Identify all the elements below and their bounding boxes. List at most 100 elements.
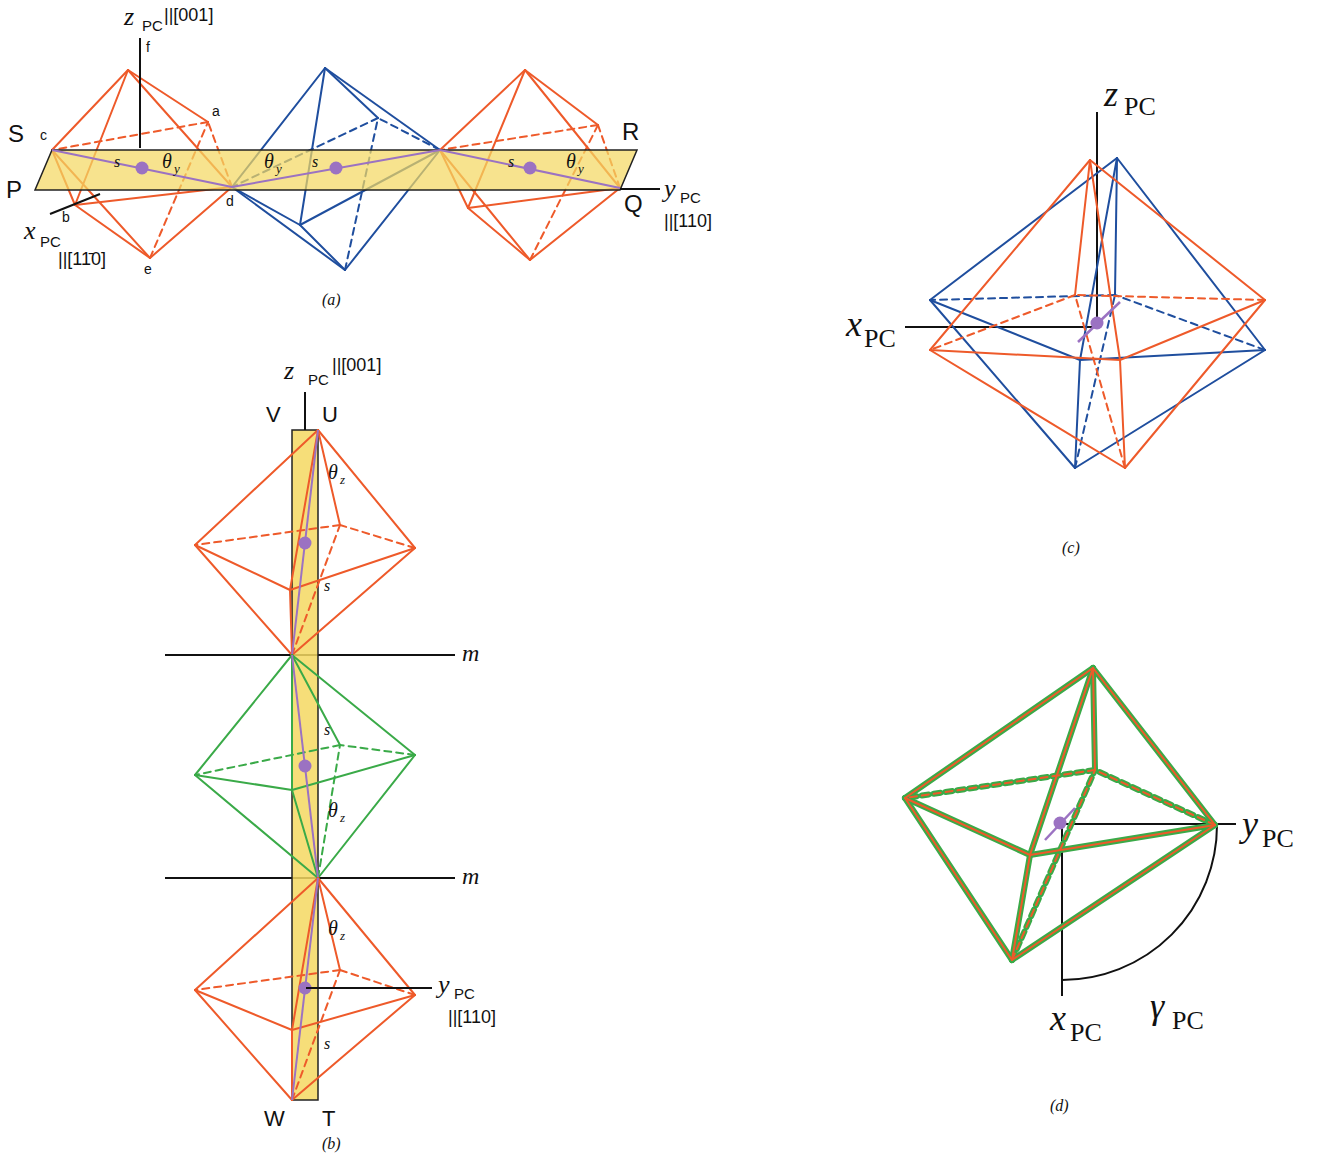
displacement-line — [292, 655, 318, 878]
direction-label: ||[11̄0] — [58, 250, 106, 268]
octahedron-edge — [1093, 668, 1215, 825]
vertex-label: d — [226, 194, 234, 208]
octahedron-edge — [232, 187, 300, 225]
mirror-label: m — [462, 641, 479, 665]
octahedron-edge — [292, 790, 318, 878]
corner-label: U — [322, 404, 338, 426]
cation-dot — [299, 760, 312, 773]
angle-subscript: z — [340, 929, 345, 942]
panel-label: (d) — [1050, 1098, 1069, 1114]
octahedron-edge — [318, 430, 340, 525]
vertex-label: b — [62, 210, 70, 224]
axis-line — [306, 987, 432, 989]
angle-label: θ — [328, 800, 338, 820]
panel-label: (c) — [1062, 540, 1080, 556]
cation-dot — [330, 162, 343, 175]
octahedron-edge — [290, 548, 415, 590]
corner-label: S — [8, 122, 24, 146]
octahedron-edge — [1120, 300, 1265, 360]
octahedron-edge — [1095, 770, 1215, 825]
octahedron-edge — [318, 430, 415, 548]
octahedron-edge — [1090, 160, 1265, 300]
distance-label: s — [114, 154, 120, 170]
axis-line — [620, 188, 660, 190]
distance-label: s — [312, 154, 318, 170]
octahedron — [195, 655, 415, 878]
octahedron-edge — [1030, 668, 1093, 855]
octahedron-edge — [1075, 295, 1265, 300]
octahedron-edge — [1093, 668, 1095, 770]
octahedron-edge — [905, 770, 1095, 798]
octahedron-edge — [1030, 668, 1093, 855]
axis-subscript: PC — [1262, 826, 1294, 852]
octahedron-edge — [292, 755, 415, 790]
octahedron-edge — [905, 798, 1012, 960]
octahedron-edge — [195, 878, 318, 990]
distance-label: s — [324, 578, 330, 594]
corner-label: Q — [624, 192, 643, 216]
octahedron-edge — [1093, 668, 1095, 770]
cation-dot — [1091, 317, 1104, 330]
panel-label: (a) — [322, 292, 341, 308]
octahedron-edge — [290, 590, 292, 655]
displacement-line — [1078, 302, 1120, 342]
octahedron-edge — [292, 655, 340, 745]
octahedron-edge — [930, 295, 1115, 300]
axis-label: x — [1050, 1000, 1066, 1036]
octahedron-edge — [468, 208, 530, 260]
octahedron-edge — [905, 668, 1093, 798]
axis-label: y — [438, 972, 450, 998]
direction-label: ||[001] — [164, 6, 213, 24]
axis-subscript: PC — [142, 18, 163, 33]
displacement-line — [1045, 808, 1075, 840]
axis-label: x — [846, 306, 862, 342]
corner-label: V — [266, 404, 281, 426]
axis-subscript: PC — [40, 234, 61, 249]
octahedron — [905, 668, 1215, 960]
corner-label: P — [6, 178, 22, 202]
octahedron-edge — [345, 118, 378, 270]
displacement-line — [440, 150, 620, 188]
octahedron-edge — [195, 990, 292, 1030]
octahedron-edge — [440, 70, 525, 150]
octahedron-edge — [195, 525, 340, 545]
corner-label: T — [322, 1108, 335, 1130]
axis-label: z — [124, 4, 134, 30]
octahedron-edge — [325, 68, 440, 150]
octahedron-edge — [1075, 295, 1125, 468]
corner-label: R — [622, 120, 639, 144]
octahedron-edge — [195, 775, 318, 878]
octahedron-edge — [195, 430, 318, 545]
direction-label: ||[110] — [664, 212, 712, 230]
octahedron-edge — [318, 878, 415, 995]
axis-line — [139, 38, 141, 148]
panel-label: (b) — [322, 1136, 341, 1152]
corner-label: W — [264, 1108, 285, 1130]
angle-subscript: y — [276, 162, 282, 175]
octahedron-edge — [52, 70, 128, 150]
vertex-label: e — [144, 262, 152, 276]
octahedron-edge — [292, 995, 415, 1030]
angle-subscript: y — [174, 162, 180, 175]
octahedron-edge — [525, 70, 598, 125]
octahedron-edge — [300, 68, 325, 225]
octahedron-edge — [530, 188, 620, 260]
octahedron — [930, 158, 1265, 468]
octahedron-edge — [318, 745, 340, 878]
axis-label: y — [664, 176, 676, 202]
displacement-line — [52, 150, 232, 187]
angle-subscript: z — [340, 811, 345, 824]
axis-subscript: PC — [1124, 94, 1156, 120]
octahedron-edge — [195, 655, 292, 775]
octahedron-edge — [300, 225, 345, 270]
angle-label: θ — [328, 462, 338, 482]
vertex-label: c — [40, 128, 47, 142]
octahedron-edge — [1012, 770, 1095, 960]
axis-subscript: PC — [308, 372, 329, 387]
octahedron-edge — [150, 187, 232, 258]
displacement-line — [232, 150, 440, 187]
octahedron-edge — [1090, 160, 1120, 360]
octahedron-edge — [1075, 160, 1090, 295]
axis-subscript: PC — [1172, 1008, 1204, 1034]
